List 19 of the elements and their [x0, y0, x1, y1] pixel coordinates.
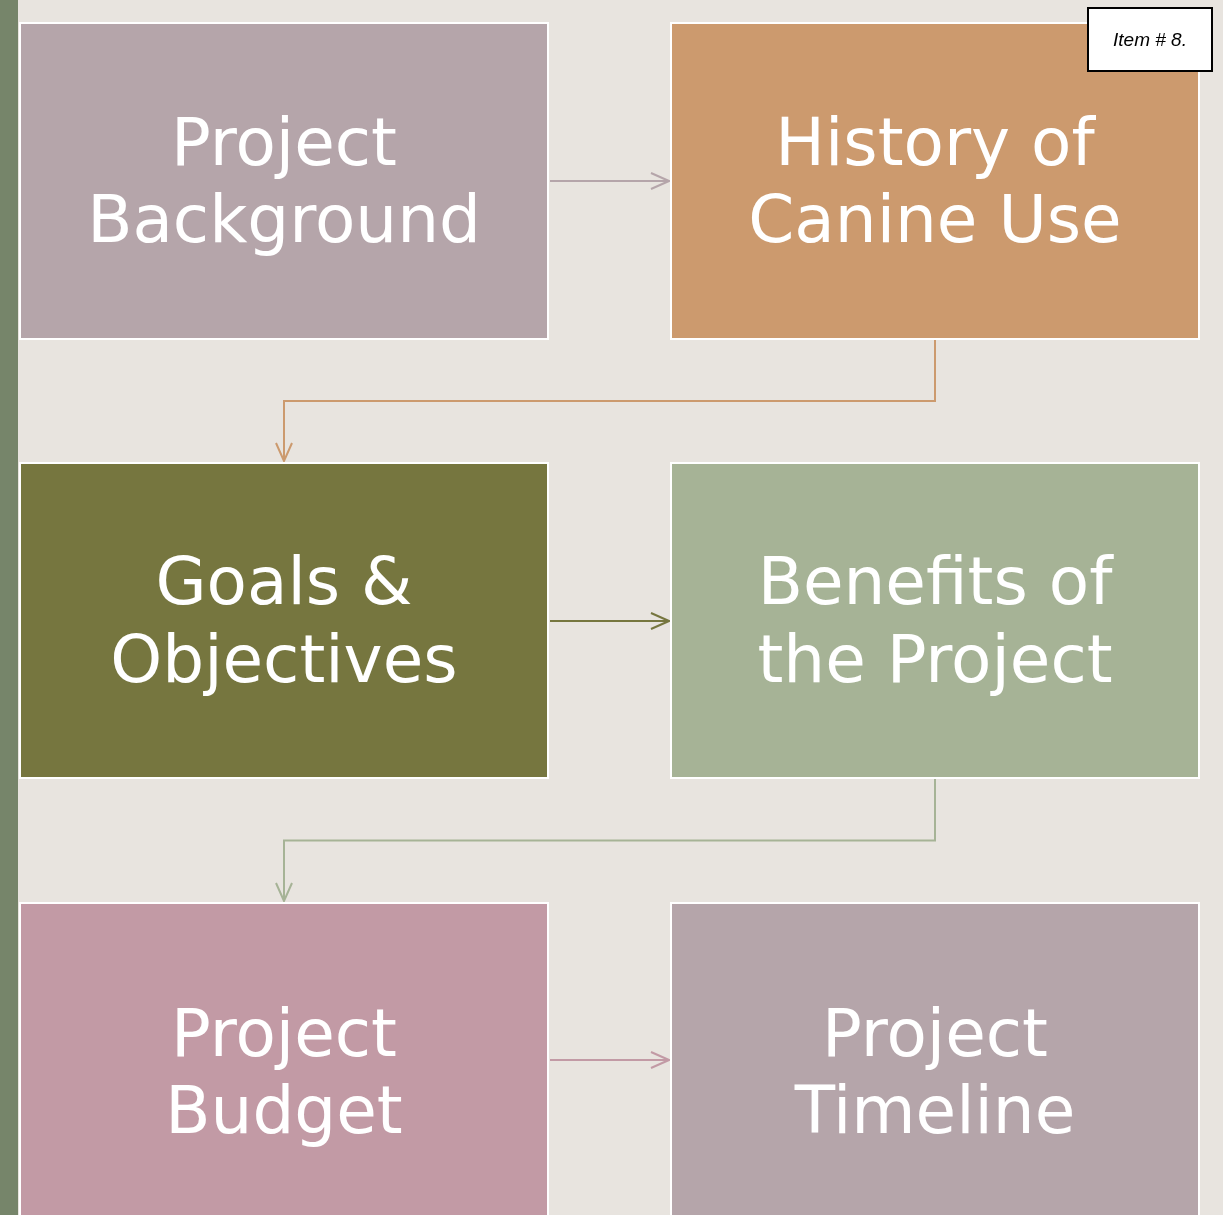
arrow: [549, 172, 670, 190]
arrow: [275, 778, 936, 902]
topic-title: Benefits of the Project: [756, 543, 1115, 698]
topic-title: Project Background: [86, 103, 482, 259]
topic-title: Project Timeline: [793, 994, 1077, 1150]
topic-box: [19, 902, 549, 1215]
arrow: [275, 339, 936, 462]
topic-box: [19, 462, 549, 779]
side-bar: [0, 0, 18, 1215]
topic-box: [670, 462, 1200, 779]
topic-title: Project Budget: [164, 994, 404, 1150]
topic-title: History of Canine Use: [747, 103, 1123, 259]
arrow: [549, 612, 670, 630]
topic-box: [670, 902, 1200, 1215]
topic-box: [670, 22, 1200, 340]
arrow: [549, 1051, 670, 1069]
topic-title: Goals & Objectives: [109, 543, 459, 698]
item-number: Item # 8.: [1087, 7, 1213, 72]
topic-box: [19, 22, 549, 340]
